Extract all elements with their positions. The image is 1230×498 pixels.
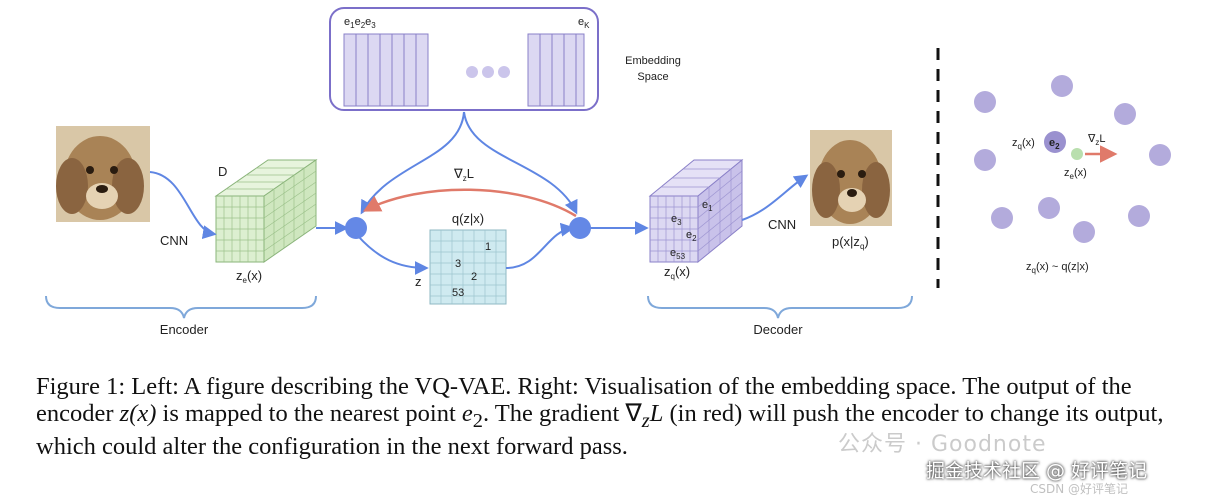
watermark-csdn: CSDN @好评笔记 [1030, 482, 1129, 496]
right-gradient-label: ∇zL [1087, 133, 1105, 147]
decoder-cell-e2: e2 [686, 229, 697, 243]
decoder-cell-e1: e1 [702, 199, 713, 213]
embedding-vector-labels: e1e2e3 [344, 16, 376, 30]
encoder-section-label: Encoder [160, 322, 209, 337]
decoder-input-cube: e1 e3 e2 e53 [648, 158, 744, 264]
dog-photo-output [810, 130, 892, 226]
vq-vae-figure: e1e2e3 eK Embedding Space [45, 7, 1171, 337]
encoder-output-cube [214, 159, 318, 263]
ellipsis-dot [482, 66, 494, 78]
quant-title: q(z|x) [452, 211, 484, 226]
decoder-cell-e3: e3 [671, 213, 682, 227]
grid-cell-3: 3 [455, 258, 461, 270]
grid-cell-2: 2 [471, 271, 477, 283]
decoder-node [569, 217, 591, 239]
encoder-output-label: ze(x) [236, 268, 262, 285]
quant-z-label: z [415, 274, 422, 289]
decoder-brace [647, 295, 913, 319]
ellipsis-dot [498, 66, 510, 78]
encoder-brace [45, 295, 317, 319]
grid-cell-1: 1 [485, 241, 491, 253]
depth-label: D [218, 164, 227, 179]
e2-point-label: e2 [1049, 137, 1060, 151]
zq-point-label: zq(x) [1012, 137, 1035, 151]
gradient-label: ∇zL [453, 166, 474, 183]
embedding-vector-k-label: eK [578, 16, 590, 30]
grid-cell-53: 53 [452, 287, 464, 299]
watermark-wechat: 公众号 · Goodnote [838, 432, 1047, 457]
embedding-space: e1e2e3 eK [329, 7, 599, 111]
decoder-cnn-label: CNN [768, 217, 796, 232]
encoder-cnn-label: CNN [160, 233, 188, 248]
embedding-points [974, 75, 1171, 243]
watermark-juejin: 掘金技术社区 @ 好评笔记 [926, 460, 1148, 482]
decoder-input-label: zq(x) [664, 264, 690, 281]
ellipsis-dot [466, 66, 478, 78]
ze-point-label: ze(x) [1064, 167, 1087, 181]
encoder-node [345, 217, 367, 239]
decoder-output-label: p(x|zq) [832, 234, 869, 251]
decoder-section-label: Decoder [753, 322, 803, 337]
decoder-cell-e53: e53 [670, 247, 686, 261]
quantization-grid: 1 3 2 53 [429, 229, 507, 305]
embedding-space-label-2: Space [637, 71, 668, 83]
encoder-output-point [1071, 148, 1083, 160]
flow-arrows [149, 111, 809, 275]
nearest-point-e2 [1044, 131, 1066, 153]
dog-photo-input [56, 126, 150, 222]
embedding-space-label: Embedding [625, 55, 681, 67]
figure-caption: Figure 1: Left: A figure describing the … [36, 373, 1164, 460]
right-panel-caption: zq(x) ~ q(z|x) [1026, 261, 1089, 275]
